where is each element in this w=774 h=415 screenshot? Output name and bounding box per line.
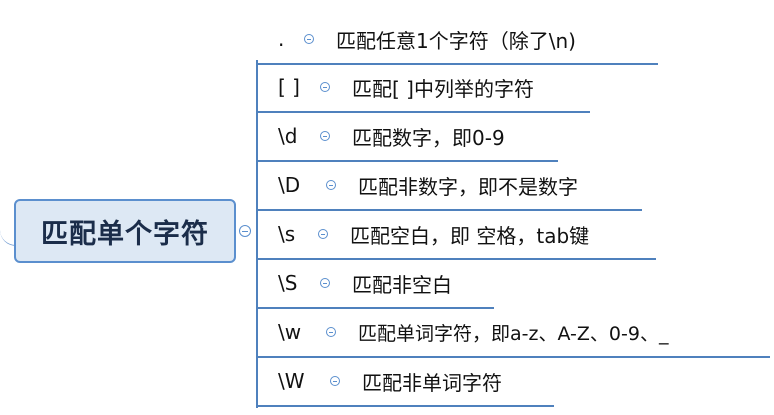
pattern-label: [ ]	[278, 75, 300, 99]
pattern-label: \w	[278, 320, 302, 344]
pattern-label: .	[278, 27, 285, 51]
root-topic[interactable]: 匹配单个字符	[14, 199, 236, 263]
description-label: 匹配非单词字符	[362, 370, 502, 395]
branch-underline	[256, 356, 770, 358]
root-topic-label: 匹配单个字符	[41, 218, 209, 250]
branch-underline	[256, 209, 642, 211]
description-label: 匹配非数字，即不是数字	[358, 174, 578, 199]
branch-underline	[256, 258, 656, 260]
pattern-label: \W	[278, 369, 305, 393]
branch-underline	[256, 111, 590, 113]
collapse-toggle-icon[interactable]	[326, 327, 336, 337]
pattern-label: \s	[278, 222, 296, 246]
branch-underline	[256, 405, 554, 407]
collapse-toggle-icon[interactable]	[330, 376, 340, 386]
pattern-label: \D	[278, 173, 301, 197]
collapse-toggle-icon[interactable]	[320, 131, 330, 141]
branch-connector	[256, 60, 258, 408]
description-label: 匹配数字，即0-9	[352, 125, 505, 150]
collapse-toggle-icon[interactable]	[239, 225, 251, 237]
branch-underline	[256, 307, 494, 309]
collapse-toggle-icon[interactable]	[320, 278, 330, 288]
description-label: 匹配[ ]中列举的字符	[352, 76, 534, 101]
branch-underline	[256, 160, 558, 162]
description-label: 匹配空白，即 空格，tab键	[350, 223, 590, 248]
description-label: 匹配非空白	[352, 272, 452, 297]
collapse-toggle-icon[interactable]	[320, 82, 330, 92]
branch-underline	[256, 63, 658, 65]
description-label: 匹配单词字符，即a-z、A-Z、0-9、_	[358, 322, 669, 345]
collapse-toggle-icon[interactable]	[318, 229, 328, 239]
collapse-toggle-icon[interactable]	[326, 180, 336, 190]
description-label: 匹配任意1个字符（除了\n)	[336, 28, 576, 53]
collapse-toggle-icon[interactable]	[304, 34, 314, 44]
pattern-label: \S	[278, 271, 298, 295]
pattern-label: \d	[278, 124, 298, 148]
